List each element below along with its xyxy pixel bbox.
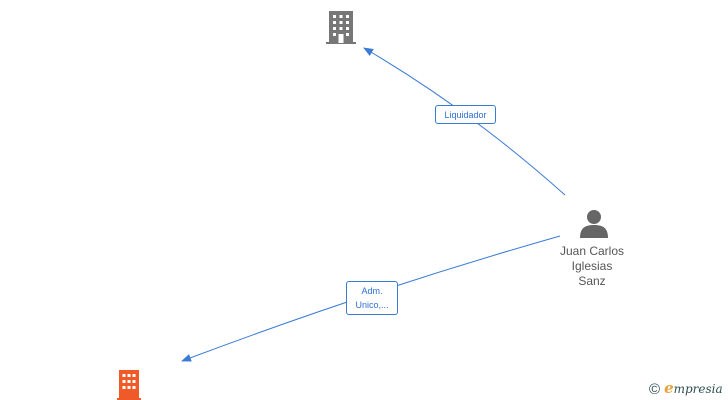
person-icon[interactable] xyxy=(580,210,608,238)
edge-label-text: Unico,... xyxy=(355,300,389,310)
building-icon[interactable] xyxy=(117,370,141,400)
building-icon[interactable] xyxy=(326,11,356,44)
brand-initial: e xyxy=(664,379,674,397)
person-name-line: Juan Carlos xyxy=(559,244,625,258)
copyright-icon: © xyxy=(649,381,661,398)
edge-label-text: Liquidador xyxy=(444,110,487,120)
person-name[interactable]: Juan Carlos Iglesias Sanz xyxy=(550,244,634,289)
brand-name: mpresia xyxy=(673,382,723,396)
edge-label-liquidador[interactable]: Liquidador xyxy=(435,105,496,124)
brand-logo: ©empresia xyxy=(649,379,723,398)
person-name-line: Sanz xyxy=(578,274,606,288)
person-name-line: Iglesias xyxy=(571,259,613,273)
edge-label-adm-unico[interactable]: Adm. Unico,... xyxy=(346,281,398,315)
edge-label-text: Adm. xyxy=(361,286,383,296)
